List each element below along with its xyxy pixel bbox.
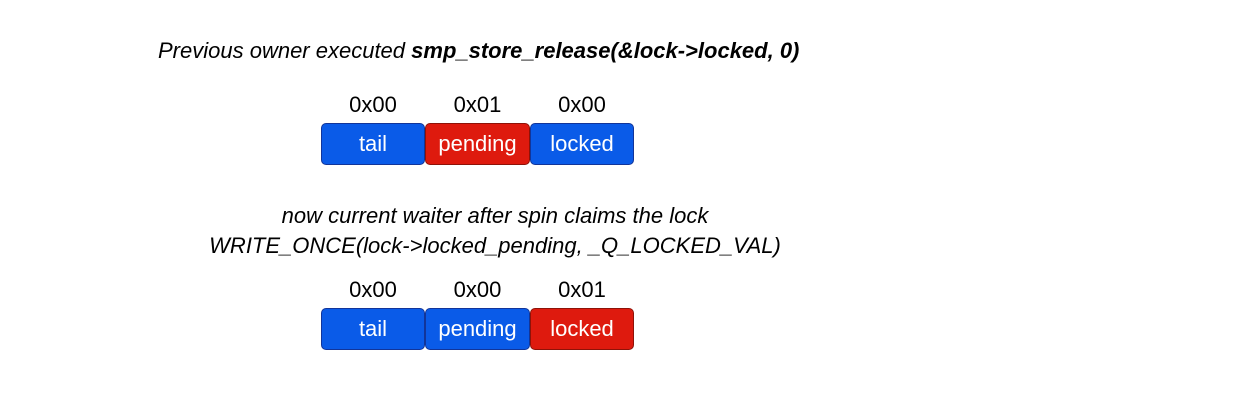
step2-lock-word: 0x00 0x00 0x01 tail pending locked: [321, 275, 634, 350]
step2-field-pending: pending: [425, 308, 530, 350]
step1-fields: tail pending locked: [321, 123, 634, 165]
step1-caption-code: smp_store_release(&lock->locked, 0): [411, 38, 800, 63]
step2-value-pending: 0x00: [453, 277, 502, 302]
step2-value-tail: 0x00: [349, 277, 397, 302]
step1-field-locked: locked: [530, 123, 634, 165]
step2-value-locked: 0x01: [558, 277, 606, 302]
step1-value-pending: 0x01: [453, 92, 502, 117]
step2-field-locked: locked: [530, 308, 634, 350]
step1-caption-prefix: Previous owner executed: [158, 38, 412, 63]
step2-fields: tail pending locked: [321, 308, 634, 350]
step2-caption-line1: now current waiter after spin claims the…: [281, 203, 709, 228]
step1-value-tail: 0x00: [349, 92, 397, 117]
step1-value-locked: 0x00: [558, 92, 606, 117]
step1-caption: Previous owner executed smp_store_releas…: [158, 38, 799, 64]
step2-field-tail: tail: [321, 308, 425, 350]
step2-values: 0x00 0x00 0x01: [321, 275, 634, 305]
step1-lock-word: 0x00 0x01 0x00 tail pending locked: [321, 90, 634, 165]
step1-field-pending: pending: [425, 123, 530, 165]
step2-caption-line2: WRITE_ONCE(lock->locked_pending, _Q_LOCK…: [209, 233, 781, 258]
step1-field-tail: tail: [321, 123, 425, 165]
step1-values: 0x00 0x01 0x00: [321, 90, 634, 120]
